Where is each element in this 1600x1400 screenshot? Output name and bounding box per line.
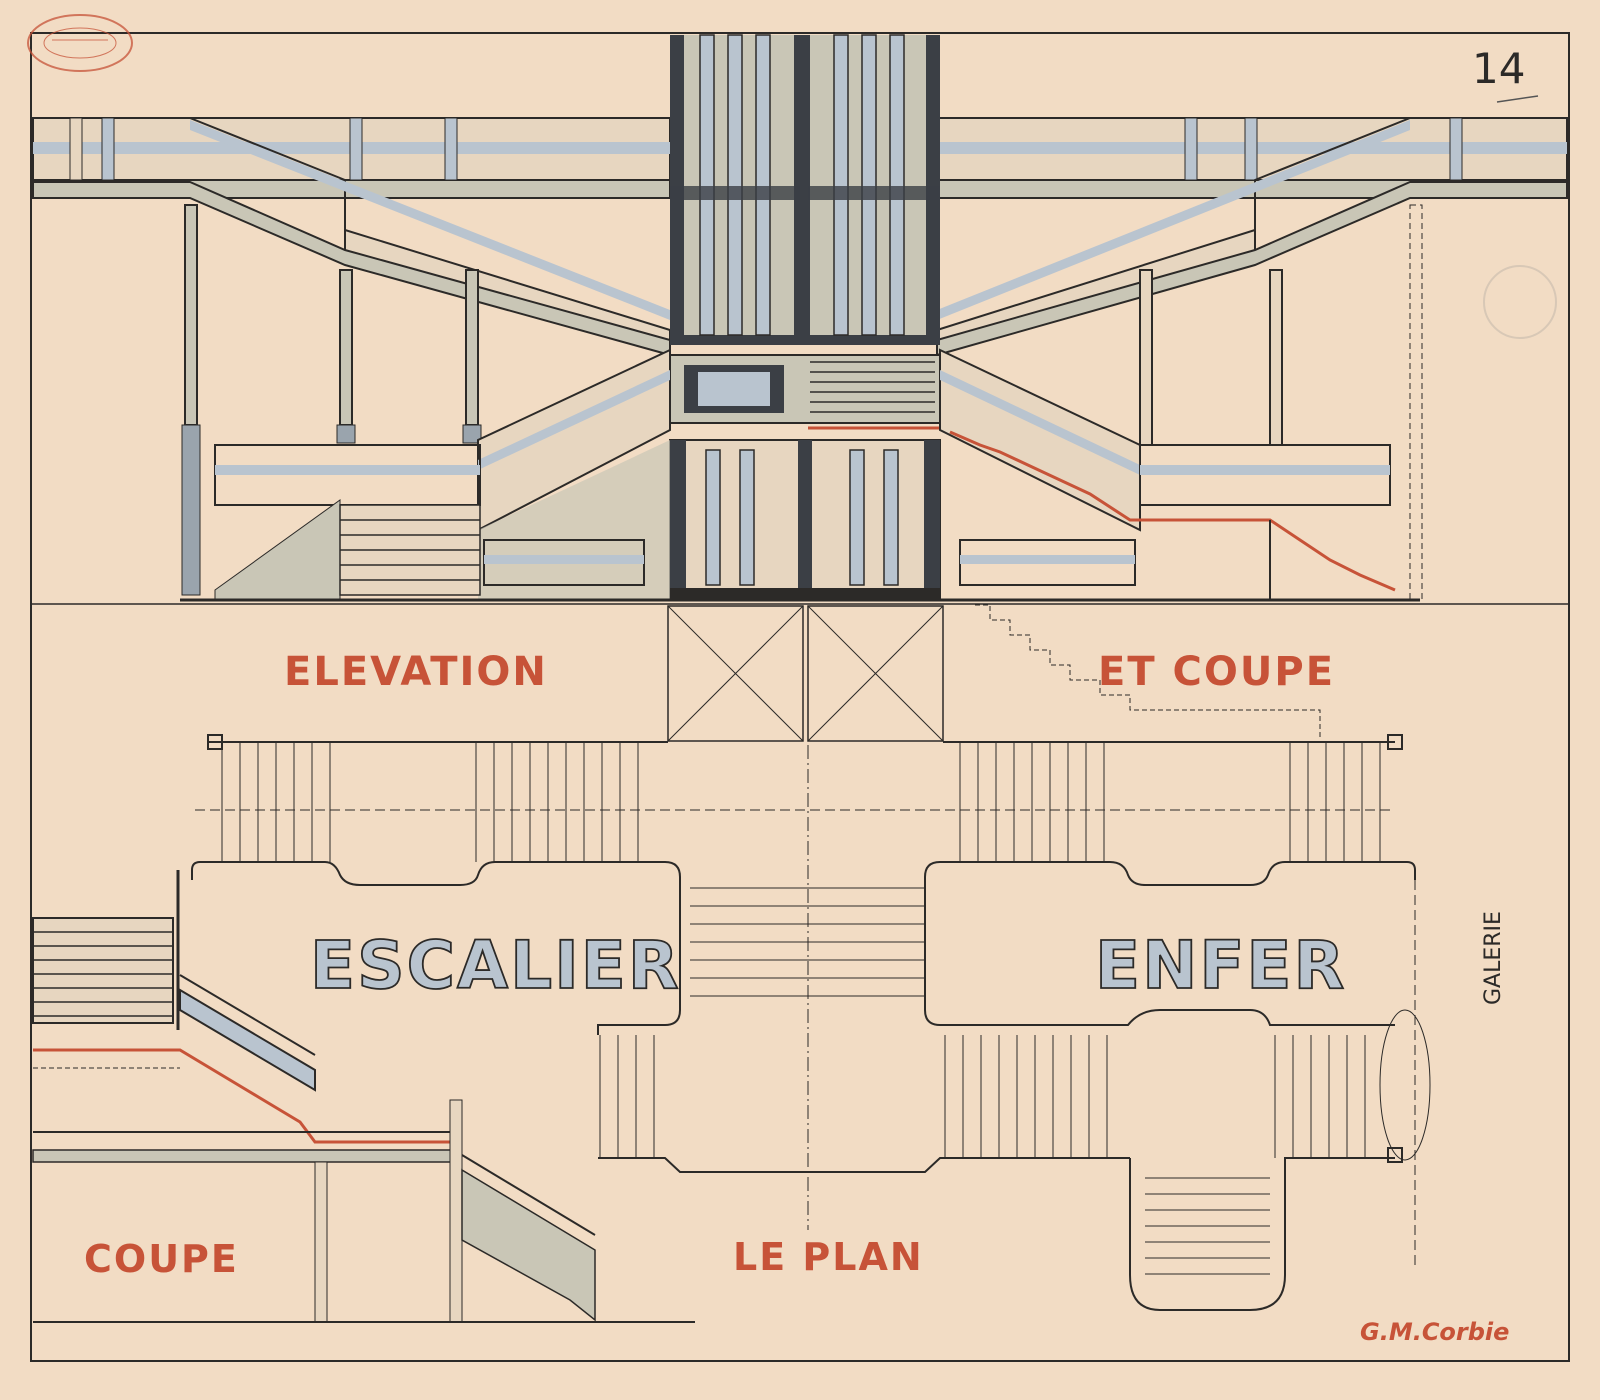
central-tower bbox=[669, 34, 941, 601]
title-coupe: COUPE bbox=[84, 1237, 239, 1281]
stair-flight-lower-left bbox=[214, 348, 671, 601]
section-drawing bbox=[32, 870, 695, 1323]
plan-steps-bottom bbox=[1145, 1177, 1270, 1275]
label-escalier: ESCALIER bbox=[310, 927, 681, 1004]
school-stamp bbox=[27, 14, 133, 72]
column-bases-left bbox=[181, 424, 482, 596]
plan-landing-right bbox=[924, 861, 1416, 1026]
title-le-plan: LE PLAN bbox=[733, 1235, 924, 1279]
label-galerie: GALERIE bbox=[1481, 911, 1506, 1005]
title-elevation: ELEVATION bbox=[284, 649, 548, 695]
faint-stamp bbox=[1483, 265, 1557, 339]
plan-steps-lower bbox=[599, 1035, 1366, 1158]
elevation-drawing bbox=[32, 34, 1568, 602]
signature: G.M.Corbie bbox=[1360, 1318, 1509, 1346]
plan-steps-top-right bbox=[959, 742, 1381, 862]
left-steps bbox=[339, 504, 481, 596]
stair-flight-lower-right bbox=[939, 348, 1396, 600]
pencil-stroke bbox=[1496, 95, 1539, 103]
sheet-number: 14 bbox=[1472, 44, 1525, 93]
outer-frame bbox=[30, 32, 1570, 1362]
plan-landing-left bbox=[191, 861, 681, 1035]
dashed-stair-line bbox=[975, 604, 1321, 740]
red-stair-profile-right bbox=[949, 430, 1396, 592]
label-enfer: ENFER bbox=[1095, 927, 1346, 1004]
plan-drawing bbox=[191, 605, 1431, 1311]
title-et-coupe: ET COUPE bbox=[1098, 649, 1335, 695]
plan-steps-top-left bbox=[221, 742, 639, 862]
